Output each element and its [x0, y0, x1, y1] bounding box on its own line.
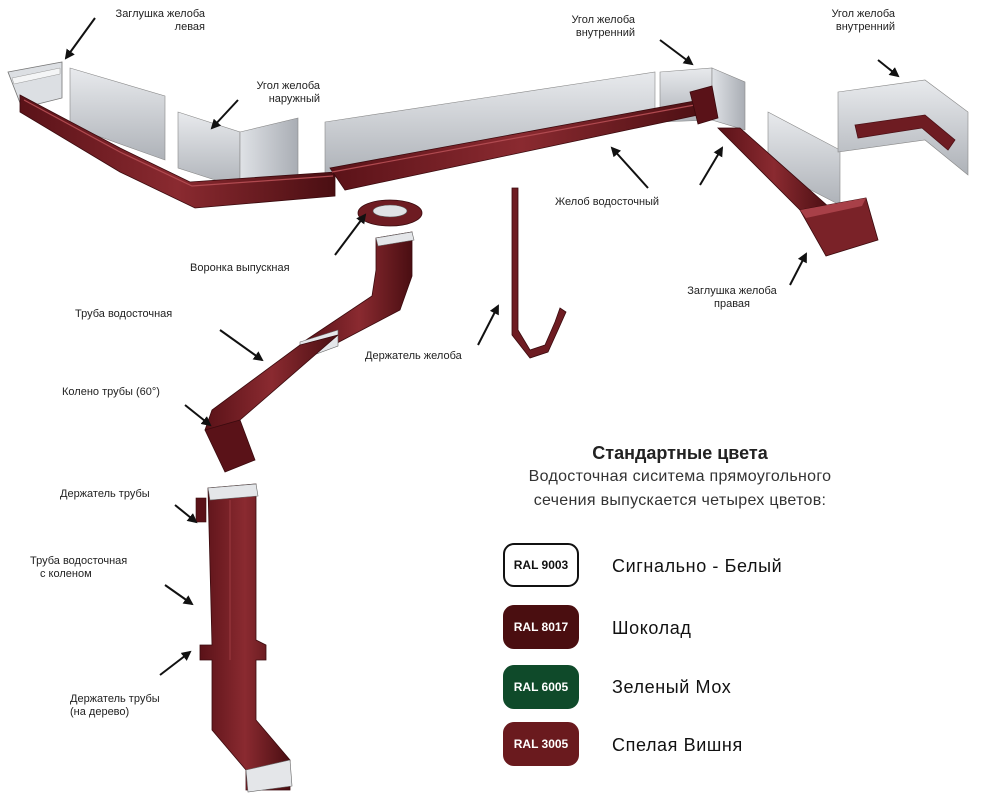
label-pipe-elbow: Колено трубы (60°) — [62, 386, 160, 398]
label-pipe-bracket-wood: Держатель трубы(на дерево) — [70, 693, 160, 718]
swatch-name-green-moss: Зеленый Мох — [612, 677, 732, 697]
outlet-funnel — [357, 199, 423, 227]
swatch-ral-6005: RAL 6005 — [503, 665, 579, 709]
inner-corner-piece — [837, 79, 969, 176]
swatch-ral-9003: RAL 9003 — [503, 543, 579, 587]
end-cap-left — [7, 61, 63, 109]
swatch-ral-8017: RAL 8017 — [503, 605, 579, 649]
swatch-ral-3005: RAL 3005 — [503, 722, 579, 766]
legend-description-line2: сечения выпускается четырех цветов: — [533, 492, 827, 509]
swatch-name-white: Сигнально - Белый — [612, 556, 783, 576]
label-outlet-funnel: Воронка выпускная — [190, 262, 290, 274]
label-pipe-bracket: Держатель трубы — [60, 488, 150, 500]
legend-description-line1: Водосточная сиситема прямоугольного — [528, 468, 832, 485]
swatch-code: RAL 3005 — [513, 737, 569, 751]
fascia-board-left — [69, 67, 299, 189]
label-gutter: Желоб водосточный — [555, 196, 660, 208]
gutter-left — [19, 94, 336, 209]
legend-title: Стандартные цвета — [592, 443, 768, 463]
end-cap-right — [799, 197, 879, 257]
legend-description: Водосточная сиситема прямоугольного сече… — [470, 465, 890, 513]
downpipe-upper — [204, 231, 415, 473]
pointer-arrows — [64, 17, 900, 676]
gutter-inner-corner — [689, 85, 719, 125]
swatch-code: RAL 8017 — [513, 620, 569, 634]
swatch-code: RAL 9003 — [513, 558, 569, 572]
swatch-name-chocolate: Шоколад — [612, 618, 692, 638]
swatch-code: RAL 6005 — [513, 680, 569, 694]
swatch-name-cherry: Спелая Вишня — [612, 735, 743, 755]
label-gutter-hanger: Держатель желоба — [365, 350, 462, 362]
label-downpipe: Труба водосточная — [75, 308, 173, 320]
gutter-hanger — [511, 187, 567, 359]
downpipe-lower — [195, 483, 293, 793]
